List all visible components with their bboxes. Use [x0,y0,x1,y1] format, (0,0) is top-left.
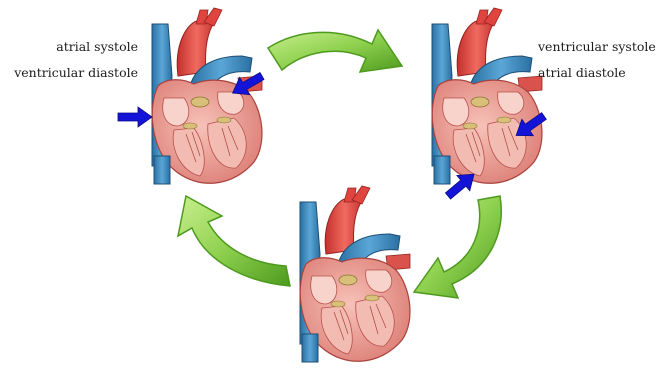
flow-arrow-top-left-1-icon [118,107,152,127]
label-ventricular-systole: ventricular systole [538,41,656,54]
cycle-arrow-right-icon [414,196,501,298]
label-atrial-systole: atrial systole [56,41,138,54]
cycle-arrow-left-icon [178,196,290,286]
heart-top-left-icon [152,8,262,184]
heart-bottom-icon [300,186,410,362]
cycle-arrow-top-icon [268,30,402,72]
label-ventricular-diastole: ventricular diastole [14,67,138,80]
label-atrial-diastole: atrial diastole [538,67,626,80]
heart-top-right-icon [432,8,542,184]
